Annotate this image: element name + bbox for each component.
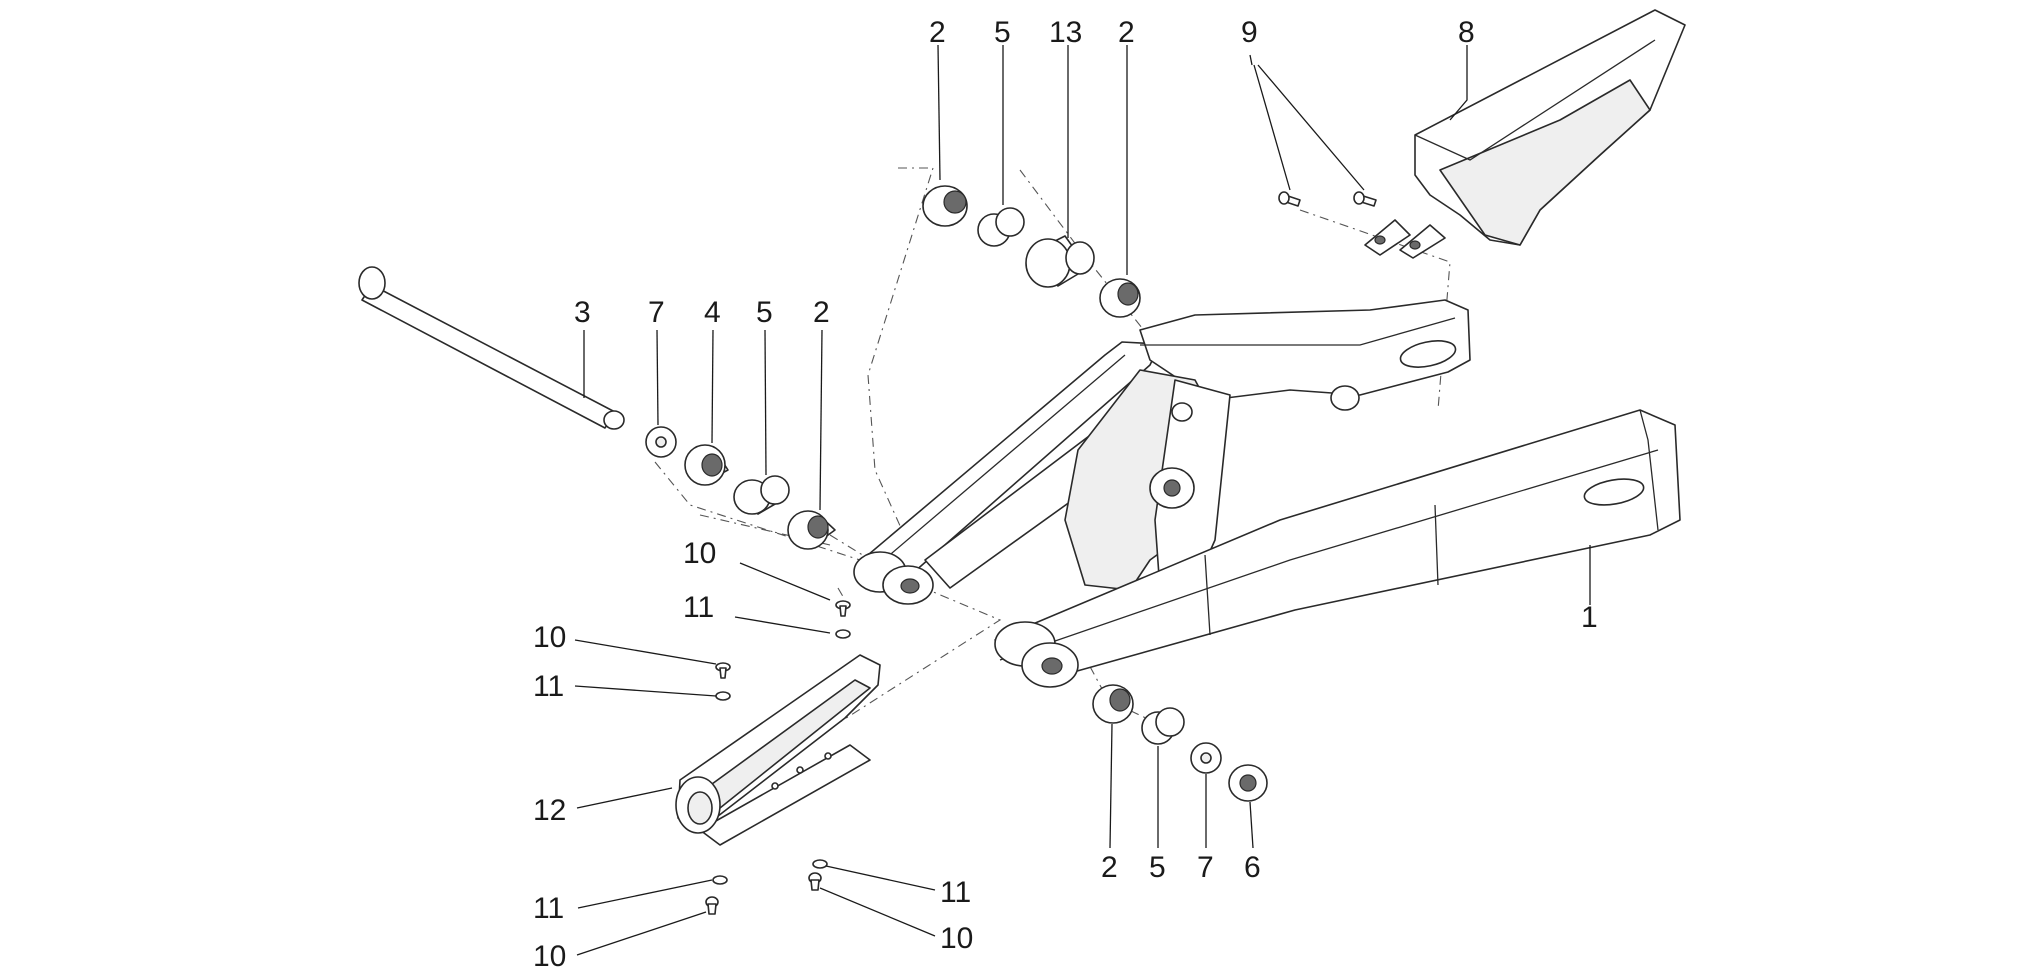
callout-2-top-b: 2 — [1118, 16, 1135, 49]
callout-11-d: 11 — [940, 876, 971, 909]
callout-2-top-a: 2 — [929, 16, 946, 49]
callout-5-left: 5 — [756, 296, 773, 329]
slider-bolts-and-washers — [705, 600, 851, 915]
callout-3: 3 — [574, 296, 591, 329]
bottom-bushing-stack — [1092, 684, 1268, 802]
callout-1: 1 — [1581, 601, 1598, 634]
callout-12: 12 — [533, 794, 566, 827]
callout-9: 9 — [1241, 16, 1258, 49]
callout-5-top: 5 — [994, 16, 1011, 49]
callout-13: 13 — [1049, 16, 1082, 49]
leader-lines — [574, 44, 1591, 956]
callout-numbers: 2 5 13 2 9 8 3 7 4 5 2 10 11 10 11 1 12 … — [533, 16, 1598, 973]
callout-2-bottom: 2 — [1101, 851, 1118, 884]
callout-2-left: 2 — [813, 296, 830, 329]
callout-11-a: 11 — [683, 591, 714, 624]
callout-5-bottom: 5 — [1149, 851, 1166, 884]
callout-10-d: 10 — [940, 922, 973, 955]
callout-10-c: 10 — [533, 940, 566, 973]
callout-7-left: 7 — [648, 296, 665, 329]
swingarm — [853, 299, 1681, 688]
callout-10-a: 10 — [683, 537, 716, 570]
left-bushing-stack — [645, 426, 836, 550]
callout-8: 8 — [1458, 16, 1475, 49]
top-bushing-stack — [922, 185, 1141, 318]
callout-11-c: 11 — [533, 892, 564, 925]
callout-10-b: 10 — [533, 621, 566, 654]
chain-slider — [675, 654, 881, 846]
callout-11-b: 11 — [533, 670, 564, 703]
callout-7-bottom: 7 — [1197, 851, 1214, 884]
pivot-axle — [358, 266, 625, 430]
chain-guard — [1364, 9, 1686, 259]
guard-screws — [1278, 191, 1377, 207]
callout-6: 6 — [1244, 851, 1261, 884]
callout-4: 4 — [704, 296, 721, 329]
